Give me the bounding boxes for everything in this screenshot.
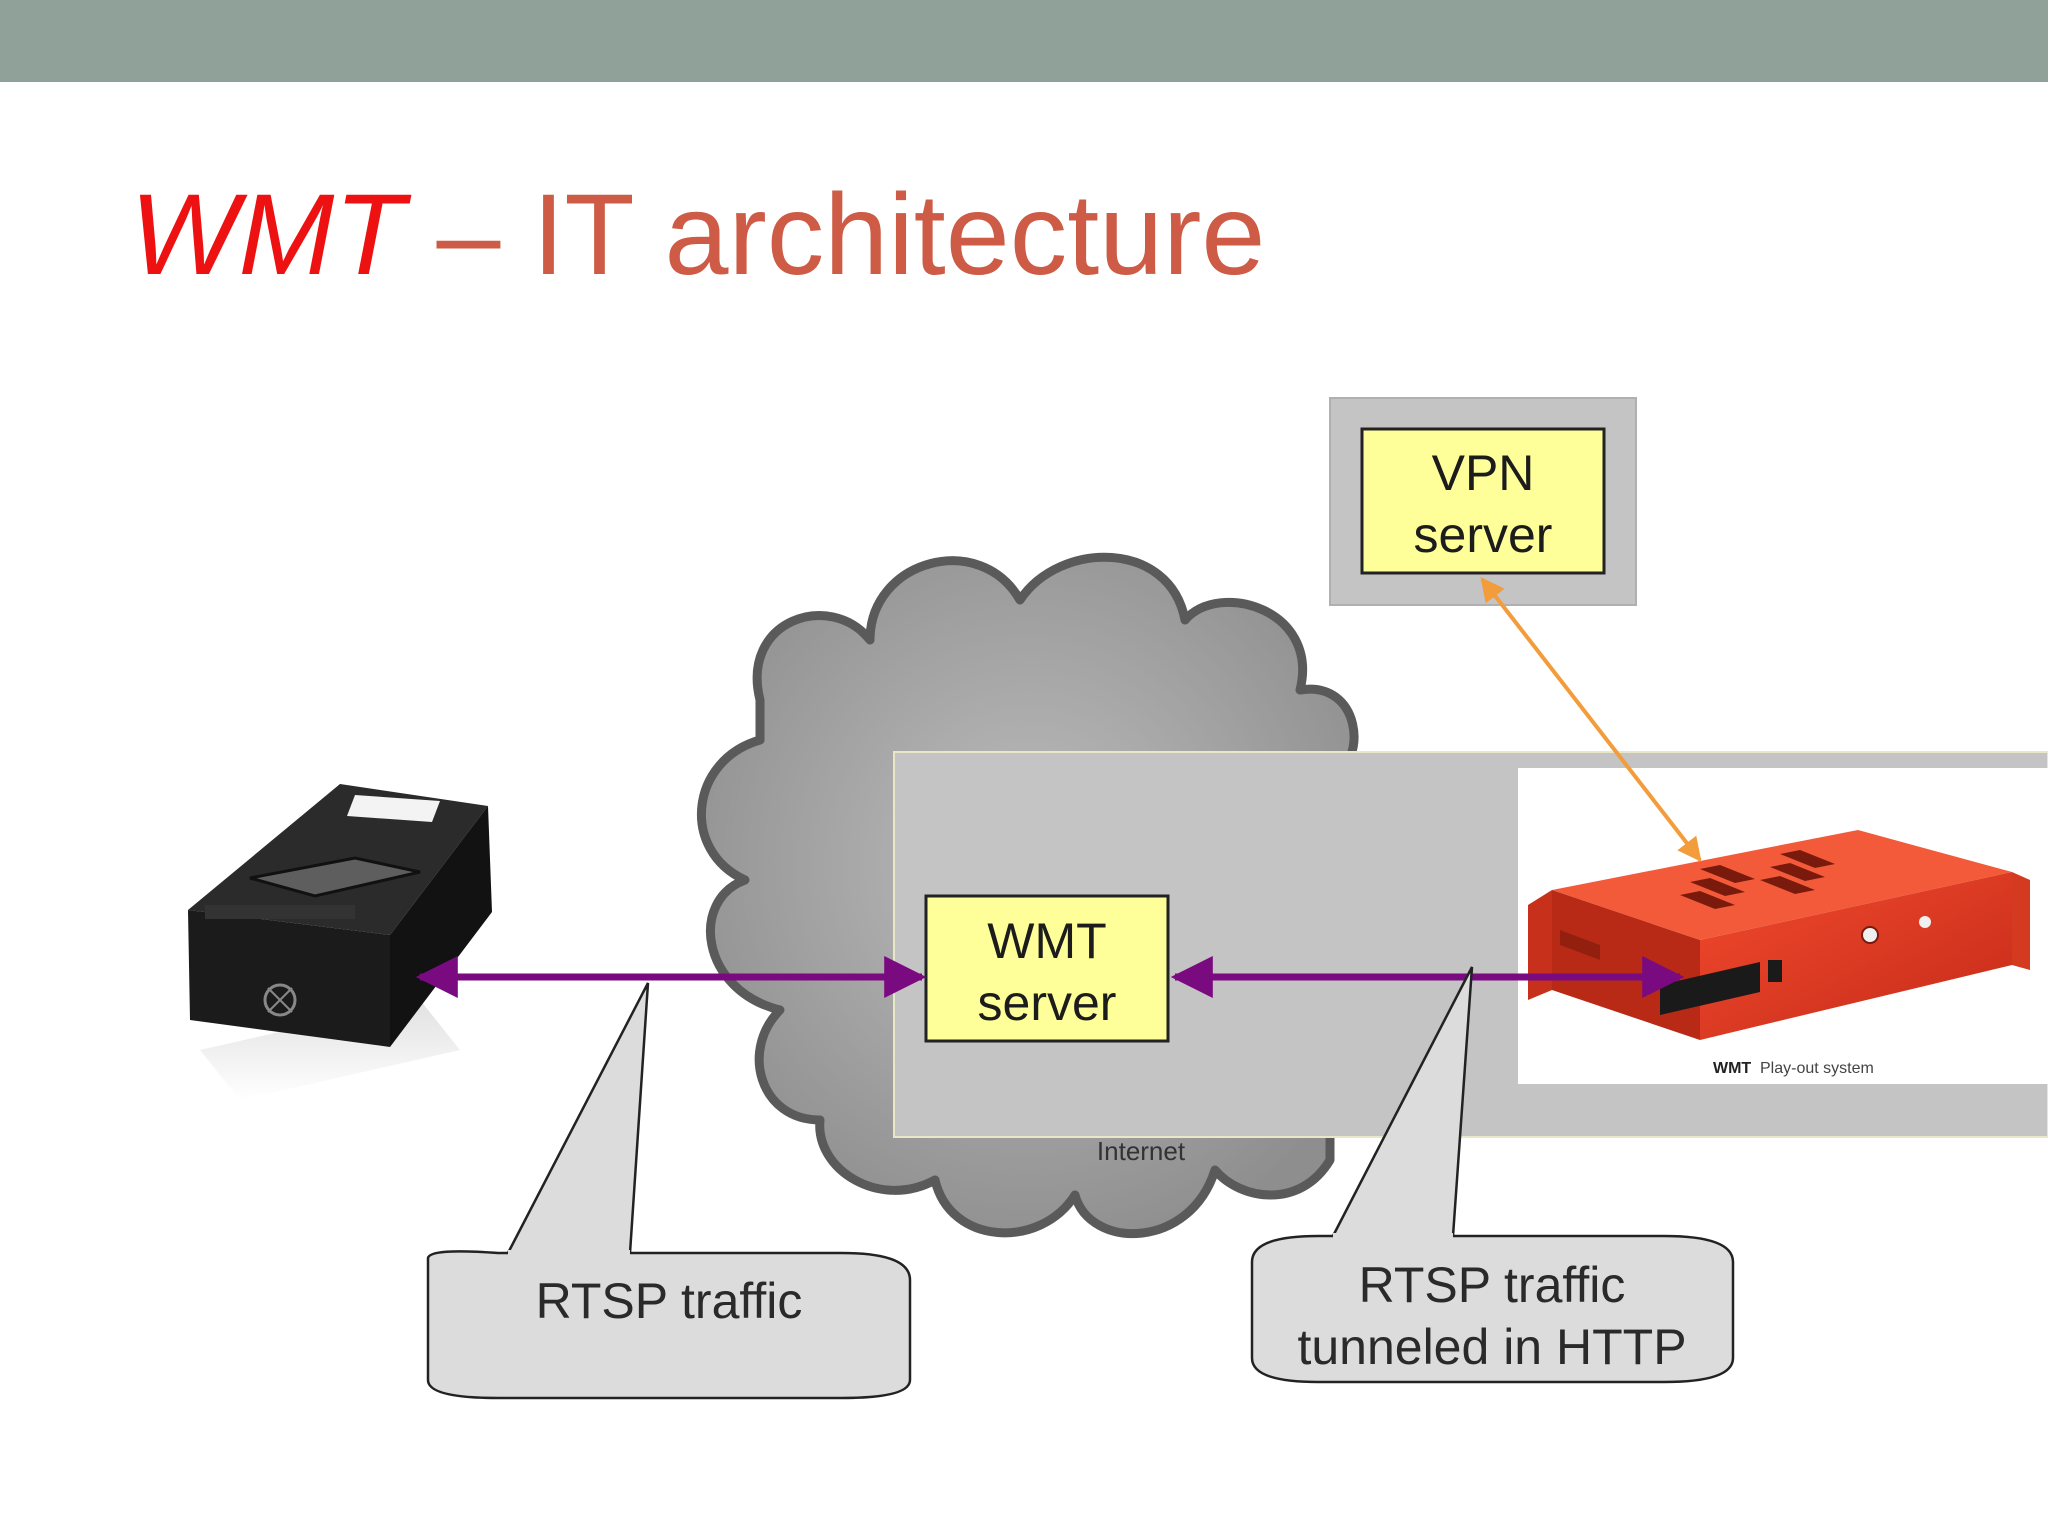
internet-label: Internet <box>1097 1136 1186 1166</box>
vpn-arrow <box>1480 577 1702 862</box>
callout-left-label: RTSP traffic <box>536 1273 803 1329</box>
callout-right-line1: RTSP traffic <box>1359 1257 1626 1313</box>
top-bar <box>0 0 2048 82</box>
title-italic: WMT <box>130 171 405 299</box>
playout-rack-icon <box>1528 830 2030 1040</box>
playout-caption-brand: WMT <box>1713 1060 1751 1077</box>
vpn-server-box <box>1360 427 1606 575</box>
vpn-server-line1: VPN <box>1432 445 1535 501</box>
wmt-server-box <box>924 894 1170 1043</box>
playout-caption-text: Play-out system <box>1760 1060 1874 1077</box>
wmt-server-line2: server <box>978 975 1117 1031</box>
slide-title: WMT – IT architecture <box>130 165 1265 305</box>
title-rest: – IT architecture <box>404 171 1266 299</box>
encoder-device-icon <box>188 784 492 1100</box>
callout-left <box>426 982 912 1400</box>
vpn-server-line2: server <box>1414 507 1553 563</box>
callout-right-line2: tunneled in HTTP <box>1297 1319 1686 1375</box>
callout-right <box>1250 966 1735 1384</box>
wmt-server-line1: WMT <box>987 913 1106 969</box>
